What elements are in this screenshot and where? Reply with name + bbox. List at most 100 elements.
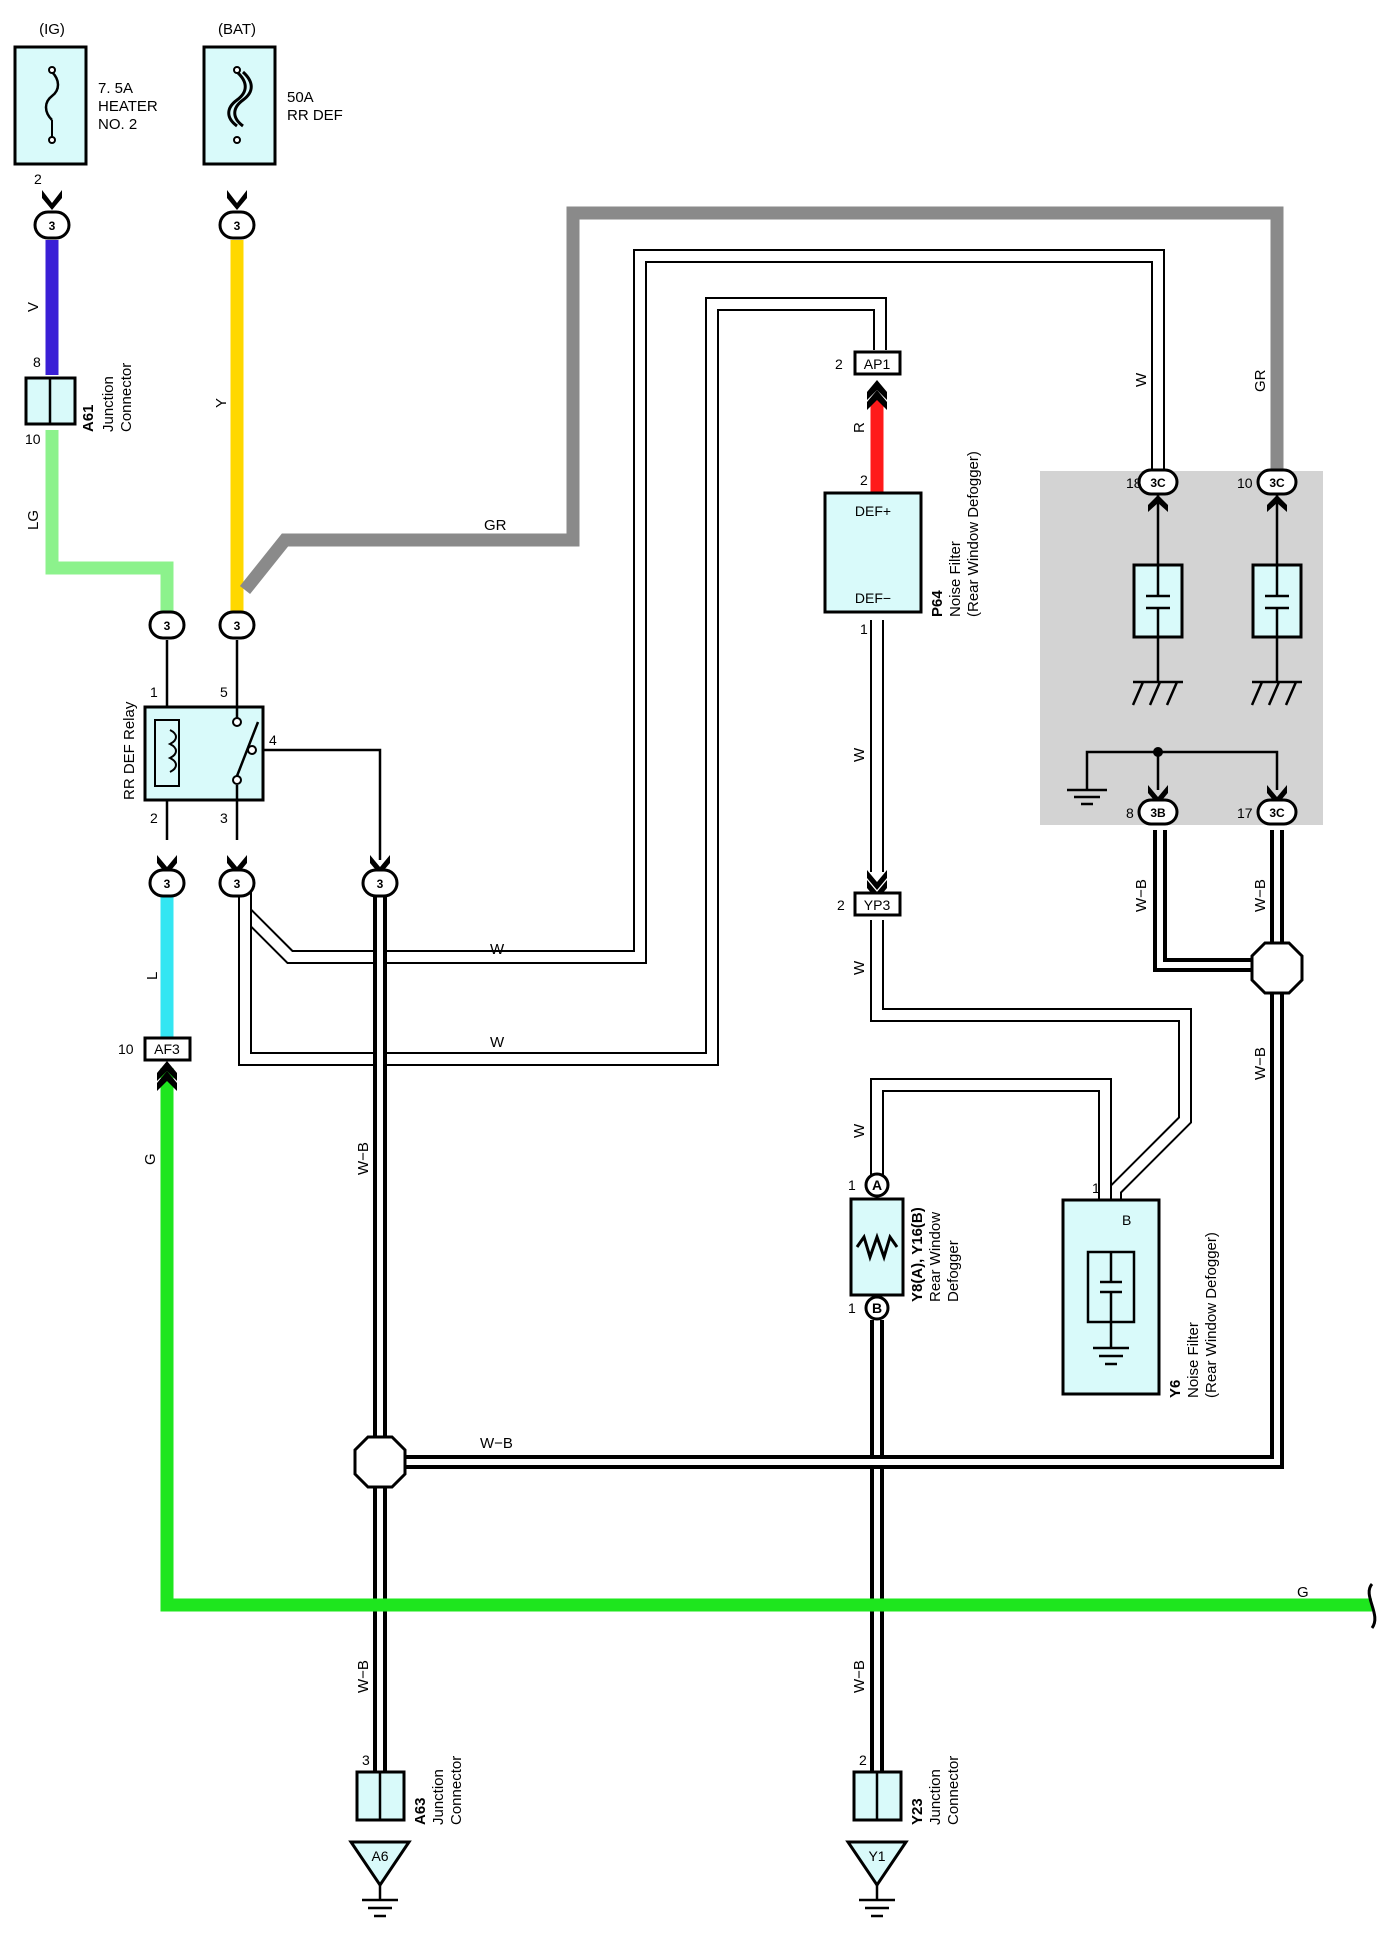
wire-gr-label: GR	[484, 517, 507, 534]
fuse-rrdef	[202, 45, 277, 166]
bat-label: (BAT)	[218, 21, 256, 38]
junction-a63	[348, 1770, 412, 1918]
wire-wb-label-6: W−B	[355, 1660, 372, 1693]
relay-pin3: 3	[220, 810, 228, 826]
p64-term-minus: DEF−	[855, 590, 891, 606]
wb-wires	[373, 830, 1284, 1800]
yp3-code: YP3	[864, 897, 891, 913]
conn-bat-label: 3	[234, 219, 241, 233]
wire-gr-label-2: GR	[1252, 369, 1269, 392]
a61-pin-top: 8	[33, 354, 41, 370]
fuse-rrdef-l2: RR DEF	[287, 107, 343, 124]
junction-a61	[24, 376, 77, 426]
y6-term: B	[1122, 1212, 1131, 1228]
wire-w-label-p64: W	[851, 747, 868, 762]
fuse-heater-l3: NO. 2	[98, 116, 137, 133]
p64-pin-top: 2	[860, 472, 868, 488]
noise-filter-p64	[823, 491, 923, 614]
conn-3b-8-label: 3B	[1150, 806, 1166, 820]
pin-8: 8	[1126, 805, 1134, 821]
wire-r-label: R	[851, 422, 868, 433]
wire-wb-label-3: W−B	[1252, 1047, 1269, 1080]
wire-g	[160, 1068, 1372, 1612]
wire-w-label-top: W	[1133, 372, 1150, 387]
a61-line1: Junction	[100, 376, 117, 432]
wire-gr	[239, 206, 1284, 595]
wire-wb-label-1: W−B	[1133, 879, 1150, 912]
wire-g-label-1: G	[142, 1153, 159, 1165]
a63-code: A63	[412, 1797, 429, 1825]
p64-code: P64	[929, 590, 946, 617]
junction-y23	[845, 1770, 909, 1918]
pin-ig-2: 2	[34, 171, 42, 187]
wire-w-label-1: W	[490, 941, 505, 958]
y23-line2: Connector	[945, 1756, 962, 1825]
wire-wb-label-2: W−B	[1252, 879, 1269, 912]
a63-pin: 3	[362, 1752, 370, 1768]
yp3-pin: 2	[837, 897, 845, 913]
p64-line1: Noise Filter	[947, 541, 964, 617]
af3-pin: 10	[118, 1041, 134, 1057]
relay-pin1: 1	[150, 684, 158, 700]
conn-3c-10-label: 3C	[1269, 476, 1285, 490]
oval-connectors	[33, 210, 1298, 898]
ap1-pin: 2	[835, 356, 843, 372]
y23-code: Y23	[909, 1798, 926, 1825]
wire-lg-label: LG	[25, 510, 42, 530]
wire-lg	[45, 430, 174, 612]
y6-code: Y6	[1167, 1380, 1184, 1398]
p64-pin-bottom: 1	[860, 621, 868, 637]
conn-3c-18-label: 3C	[1150, 476, 1166, 490]
wire-wb-label-5: W−B	[355, 1142, 372, 1175]
wire-wb-label-7: W−B	[851, 1660, 868, 1693]
y8-term-a: A	[872, 1177, 882, 1193]
fuse-heater-l1: 7. 5A	[98, 80, 133, 97]
y8-pin-b: 1	[848, 1300, 856, 1316]
y6-line2: (Rear Window Defogger)	[1203, 1232, 1220, 1398]
oval-connector-labels: 3 3 3 3 3 3 3 3C 3C 3B 3C	[49, 219, 1285, 891]
relay-rrdef	[143, 705, 265, 802]
a63-line2: Connector	[448, 1756, 465, 1825]
y8-term-b: B	[872, 1300, 882, 1316]
af3-code: AF3	[154, 1041, 180, 1057]
a63-line1: Junction	[430, 1769, 447, 1825]
fuse-heater	[13, 45, 88, 166]
y8-line2: Defogger	[945, 1240, 962, 1302]
p64-line2: (Rear Window Defogger)	[965, 451, 982, 617]
white-wires	[238, 249, 1192, 1200]
ap1-code: AP1	[864, 356, 891, 372]
a61-code: A61	[80, 404, 97, 432]
p64-term-plus: DEF+	[855, 503, 891, 519]
defogger-y8	[849, 1172, 905, 1321]
conn-relay3-label: 3	[234, 877, 241, 891]
wire-wb-label-4: W−B	[480, 1435, 513, 1452]
pin-17: 17	[1237, 805, 1253, 821]
y23-pin: 2	[859, 1752, 867, 1768]
a63-ground: A6	[371, 1848, 388, 1864]
relay-pin4: 4	[269, 732, 277, 748]
a61-line2: Connector	[118, 363, 135, 432]
y8-code: Y8(A), Y16(B)	[909, 1207, 926, 1302]
a61-pin-bottom: 10	[25, 431, 41, 447]
noise-filter-y6	[1061, 1198, 1161, 1396]
colored-wires	[45, 206, 1372, 1612]
relay-pin2: 2	[150, 810, 158, 826]
small-connectors	[143, 350, 902, 1062]
wire-break	[1367, 1582, 1377, 1629]
conn-relay1-label: 3	[164, 619, 171, 633]
ground-block	[1040, 471, 1323, 825]
pin-18: 18	[1126, 475, 1142, 491]
pin-10: 10	[1237, 475, 1253, 491]
y23-line1: Junction	[927, 1769, 944, 1825]
fuse-rrdef-l1: 50A	[287, 89, 314, 106]
conn-3c-17-label: 3C	[1269, 806, 1285, 820]
splice-points	[353, 941, 1304, 1489]
wire-y-label: Y	[213, 398, 230, 408]
ig-label: (IG)	[39, 21, 65, 38]
conn-ig-label: 3	[49, 219, 56, 233]
wire-v-label: V	[25, 302, 42, 312]
relay-pin5: 5	[220, 684, 228, 700]
wire-w-label-2: W	[490, 1034, 505, 1051]
relay-name: RR DEF Relay	[121, 701, 138, 800]
